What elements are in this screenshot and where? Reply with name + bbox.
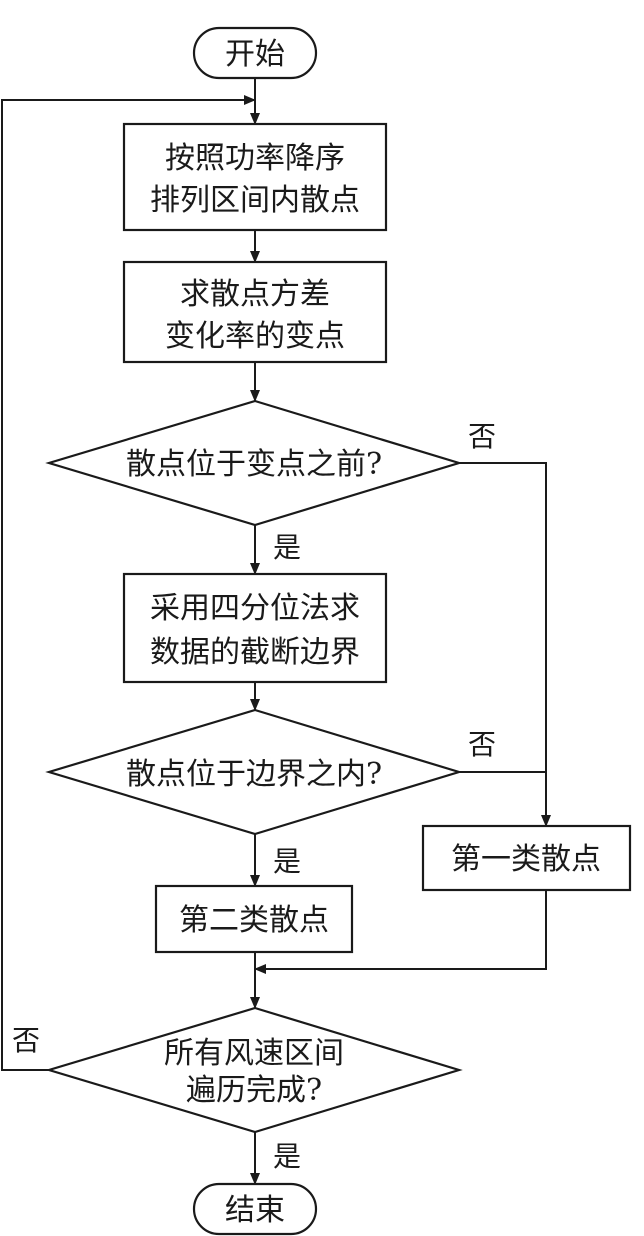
variance-process-box: 求散点方差 变化率的变点 bbox=[122, 260, 388, 364]
before-change-yes-label: 是 bbox=[273, 531, 301, 564]
sort-line-1: 按照功率降序 bbox=[165, 141, 345, 176]
class-one-box: 第一类散点 bbox=[421, 824, 632, 892]
before-change-decision: 散点位于变点之前? bbox=[45, 399, 463, 527]
sort-line-2: 排列区间内散点 bbox=[150, 183, 360, 218]
quartile-process-box: 采用四分位法求 数据的截断边界 bbox=[122, 572, 388, 684]
quartile-line-2: 数据的截断边界 bbox=[150, 635, 360, 670]
quartile-line-1: 采用四分位法求 bbox=[150, 591, 360, 626]
arrow-class-one-merge bbox=[254, 890, 547, 974]
within-bound-label: 散点位于边界之内? bbox=[126, 757, 382, 792]
all-done-line-2: 遍历完成? bbox=[186, 1073, 322, 1108]
variance-line-1: 求散点方差 bbox=[180, 277, 330, 312]
all-done-yes-label: 是 bbox=[273, 1140, 301, 1173]
within-bound-decision: 散点位于边界之内? bbox=[45, 708, 463, 836]
before-change-label: 散点位于变点之前? bbox=[126, 447, 382, 482]
arrow-all-done-no-loop bbox=[1, 95, 256, 1071]
within-bound-no-label: 否 bbox=[468, 728, 496, 761]
all-done-no-label: 否 bbox=[12, 1024, 40, 1057]
class-two-label: 第二类散点 bbox=[179, 903, 329, 938]
class-one-label: 第一类散点 bbox=[451, 842, 601, 877]
end-label: 结束 bbox=[225, 1193, 285, 1228]
all-done-decision: 所有风速区间 遍历完成? bbox=[45, 1006, 463, 1134]
variance-line-2: 变化率的变点 bbox=[165, 319, 345, 354]
sort-process-box: 按照功率降序 排列区间内散点 bbox=[122, 122, 388, 232]
all-done-line-1: 所有风速区间 bbox=[164, 1036, 344, 1071]
start-label: 开始 bbox=[225, 37, 285, 72]
start-terminal: 开始 bbox=[192, 26, 318, 80]
arrow-before-change-no bbox=[459, 462, 551, 827]
within-bound-yes-label: 是 bbox=[273, 845, 301, 878]
end-terminal: 结束 bbox=[192, 1182, 318, 1236]
class-two-box: 第二类散点 bbox=[154, 884, 354, 954]
before-change-no-label: 否 bbox=[468, 420, 496, 453]
